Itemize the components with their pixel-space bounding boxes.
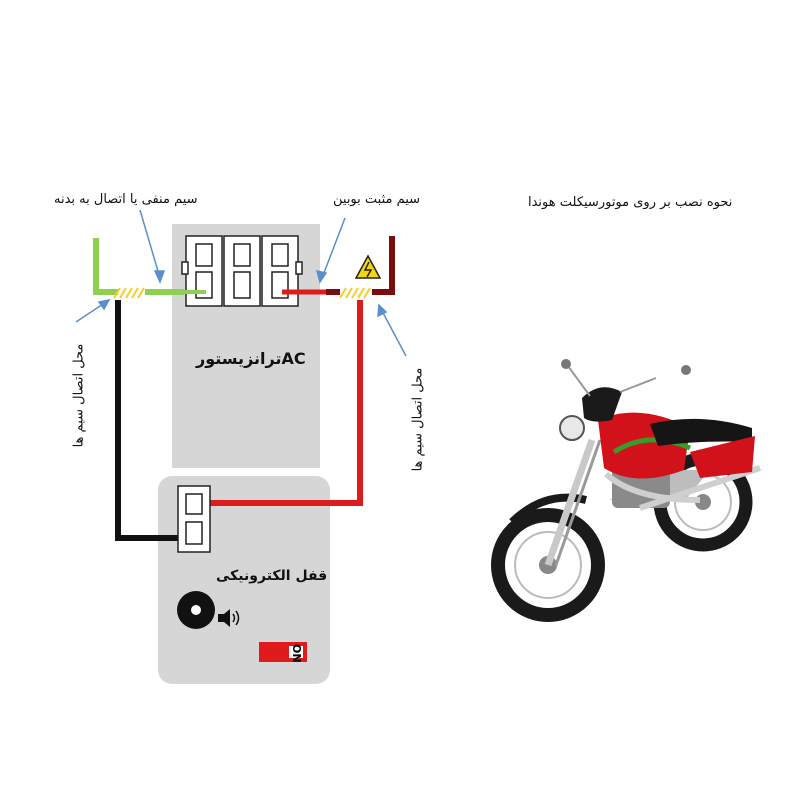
page-title: نحوه نصب بر روی موتورسیکلت هوندا	[528, 195, 733, 210]
annotation-arrows	[75, 209, 407, 357]
high-voltage-warning-icon	[354, 254, 382, 279]
transistor-label: ترانزیستورAC	[196, 349, 306, 368]
lock-label: قفل الکترونیکی	[216, 568, 328, 584]
speaker-icon	[177, 591, 240, 629]
connection-label-left: محل اتصال سیم ها	[71, 343, 87, 448]
solder-joint-left	[113, 287, 145, 299]
negative-wire	[93, 238, 206, 295]
lock-connector	[177, 485, 211, 553]
solder-joint-right	[339, 287, 371, 299]
transistor-connector	[181, 235, 303, 307]
positive-wire-label: سیم مثبت بوبین	[333, 192, 421, 207]
motorcycle-image	[491, 359, 761, 622]
switch-label: ON	[290, 644, 303, 663]
negative-wire-label: سیم منفی یا اتصال به بدنه	[54, 192, 198, 207]
positive-wire	[198, 236, 395, 506]
ground-wire	[115, 300, 196, 541]
connection-label-right: محل اتصال سیم ها	[410, 367, 426, 472]
on-switch-icon[interactable]	[259, 642, 307, 662]
